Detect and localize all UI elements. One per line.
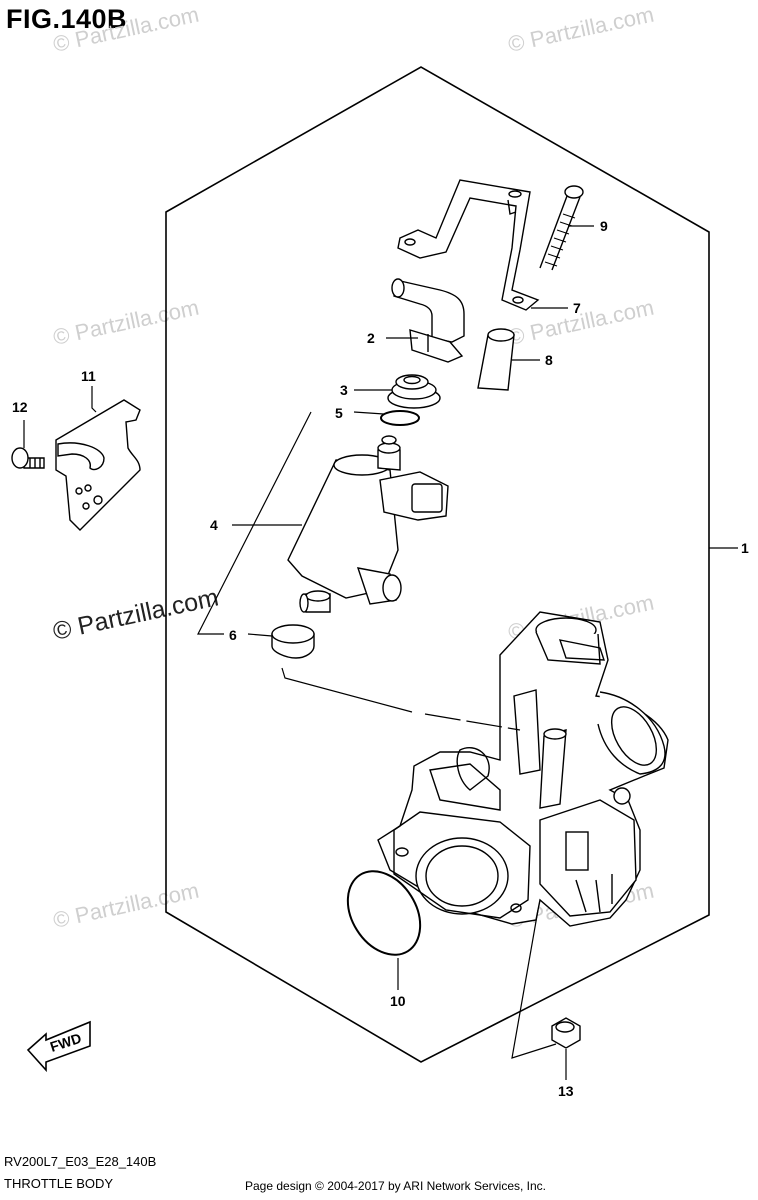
callout-3: 3	[340, 382, 348, 398]
callout-1: 1	[741, 540, 749, 556]
part-3-cap	[387, 374, 441, 409]
section-name: THROTTLE BODY	[4, 1176, 114, 1191]
callout-12: 12	[12, 399, 28, 415]
callout-8: 8	[545, 352, 553, 368]
part-4-sensor-valve	[287, 435, 449, 613]
part-13-nut	[551, 1017, 581, 1049]
part-5-o-ring	[380, 410, 420, 426]
callout-9: 9	[600, 218, 608, 234]
callout-4: 4	[210, 517, 218, 533]
callout-11: 11	[81, 368, 96, 384]
leader-lines	[23, 225, 738, 1080]
watermark: © Partzilla.com	[51, 878, 201, 933]
part-10-o-ring	[346, 870, 422, 956]
callout-numbers: 1 2 3 4 5 6 7 8 9 10 11 12 13	[12, 218, 749, 1099]
callout-2: 2	[367, 330, 375, 346]
page-credit: Page design © 2004-2017 by ARI Network S…	[245, 1179, 547, 1193]
part-8-sleeve	[477, 328, 515, 391]
callout-7: 7	[573, 300, 581, 316]
figure-title: FIG.140B	[6, 4, 128, 34]
assembly-boundary	[165, 66, 710, 1063]
callout-5: 5	[335, 405, 343, 421]
watermark: © Partzilla.com	[51, 295, 201, 350]
callout-10: 10	[390, 993, 406, 1009]
part-12-screw	[11, 447, 45, 469]
part-11-bracket	[55, 399, 141, 531]
part-7-bracket	[397, 179, 540, 311]
part-2-union	[391, 278, 465, 363]
model-code: RV200L7_E03_E28_140B	[4, 1154, 157, 1169]
watermark: © Partzilla.com	[51, 2, 201, 57]
callout-13: 13	[558, 1083, 574, 1099]
part-1-throttle-body	[377, 611, 669, 927]
part-9-bolt	[539, 185, 584, 271]
callout-6: 6	[229, 627, 237, 643]
watermark: © Partzilla.com	[506, 2, 656, 57]
watermark-main: © Partzilla.com	[50, 583, 221, 645]
part-6-washer	[271, 624, 315, 659]
fwd-arrow: FWD	[26, 1020, 91, 1073]
